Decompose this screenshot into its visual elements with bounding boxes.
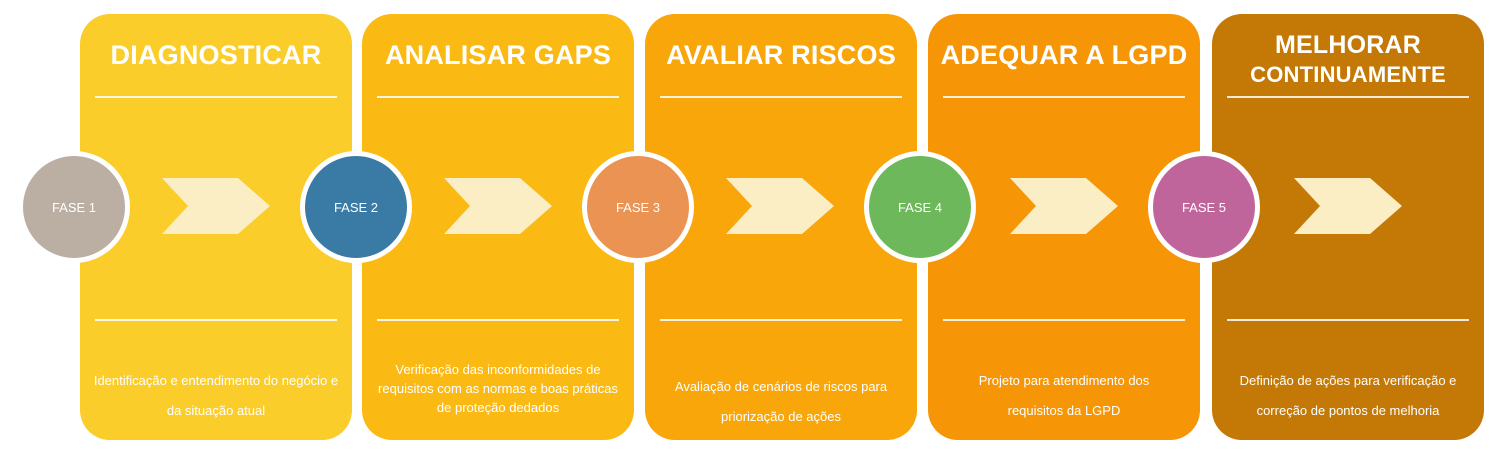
phase-3-description: Avaliação de cenários de riscos para pri… xyxy=(674,379,888,424)
phase-5-description: Definição de ações para verificação e co… xyxy=(1239,373,1457,418)
phase-1-circle: FASE 1 xyxy=(18,151,130,263)
phase-2-label: FASE 2 xyxy=(333,199,379,215)
phase-3-label: FASE 3 xyxy=(615,199,661,215)
phase-1-label: FASE 1 xyxy=(51,199,97,215)
phase-5-top-divider xyxy=(1227,96,1469,98)
phase-4-circle: FASE 4 xyxy=(864,151,976,263)
phase-3-bottom-divider xyxy=(660,319,902,321)
phase-1-title: DIAGNOSTICAR xyxy=(110,40,322,70)
phase-3-circle: FASE 3 xyxy=(582,151,694,263)
phase-2-top-divider xyxy=(377,96,619,98)
phase-2-bottom-divider xyxy=(377,319,619,321)
phase-4-description: Projeto para atendimento dos requisitos … xyxy=(978,373,1150,418)
arrow-icon-5 xyxy=(1294,178,1402,234)
phase-4-bottom-divider xyxy=(943,319,1185,321)
phase-4-label: FASE 4 xyxy=(897,199,943,215)
arrow-icon-4 xyxy=(1010,178,1118,234)
phase-5-title-line-2: CONTINUAMENTE xyxy=(1250,62,1446,87)
phase-2-title: ANALISAR GAPS xyxy=(384,40,612,70)
arrow-icon-2 xyxy=(444,178,552,234)
arrow-icon-1 xyxy=(162,178,270,234)
phase-1-bottom-divider xyxy=(95,319,337,321)
phase-5-circle: FASE 5 xyxy=(1148,151,1260,263)
phase-3-top-divider xyxy=(660,96,902,98)
phase-5-label: FASE 5 xyxy=(1181,199,1227,215)
phase-3-title: AVALIAR RISCOS xyxy=(666,40,896,70)
phase-5-bottom-divider xyxy=(1227,319,1469,321)
phase-5-title: MELHORAR CONTINUAMENTE xyxy=(1222,30,1474,90)
phase-5-title-line-1: MELHORAR xyxy=(1274,31,1422,59)
phase-1-description: Identificação e entendimento do negócio … xyxy=(93,373,339,418)
phase-2-circle: FASE 2 xyxy=(300,151,412,263)
phase-4-top-divider xyxy=(943,96,1185,98)
phase-4-title: ADEQUAR A LGPD xyxy=(940,40,1188,70)
phase-2-description: Verificação das inconformidades de requi… xyxy=(378,362,618,415)
phase-1-top-divider xyxy=(95,96,337,98)
arrow-icon-3 xyxy=(726,178,834,234)
